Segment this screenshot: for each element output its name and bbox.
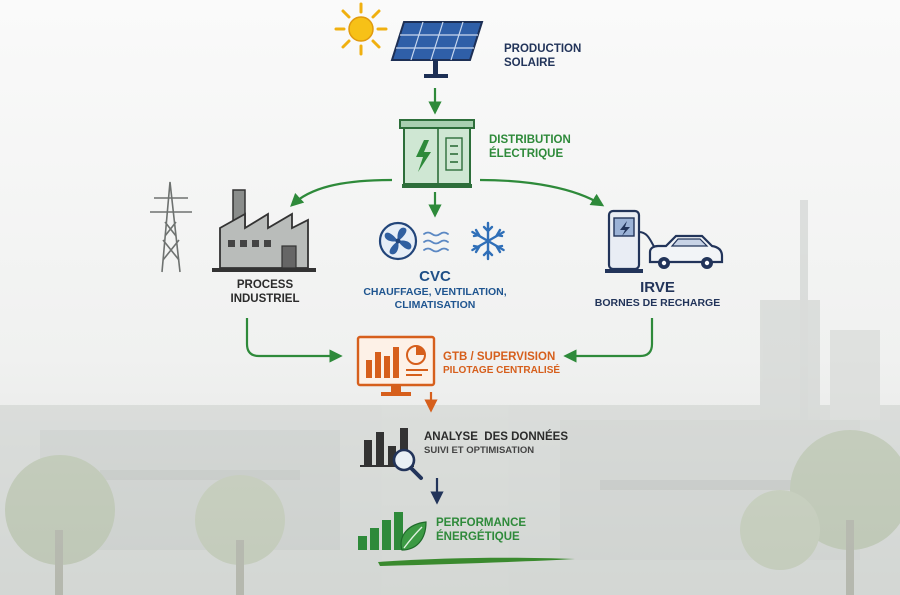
label-gtb-supervision: GTB / SUPERVISION PILOTAGE CENTRALISÉ [443,351,560,377]
electrical-cabinet-icon [399,119,475,188]
label-irve: IRVE BORNES DE RECHARGE [585,279,730,310]
arrow-distribution-to-process [290,178,393,207]
gtb-line1: PILOTAGE CENTRALISÉ [443,364,561,376]
irve-line1: BORNES DE RECHARGE [594,297,721,309]
magnifier-chart-icon [360,428,423,480]
power-pylon-icon [150,181,192,273]
arrow-distribution-to-irve [479,178,605,207]
fan-icon [378,221,418,261]
cvc-title: CVC [419,268,451,285]
label-cvc: CVC CHAUFFAGE, VENTILATION, CLIMATISATIO… [345,268,525,311]
distribution-line1: DISTRIBUTION [489,134,571,146]
label-production-solaire: PRODUCTION SOLAIRE [504,43,581,71]
growth-leaf-icon [358,512,575,566]
arrow-process-to-gtb [245,318,343,363]
snowflake-icon [471,221,505,261]
cvc-line1: CHAUFFAGE, VENTILATION, [363,286,507,298]
factory-icon [212,189,316,272]
gtb-title: GTB / SUPERVISION [443,351,556,363]
process-line1: PROCESS [236,279,294,291]
charging-station-icon [605,209,663,273]
car-icon [648,234,724,269]
performance-line2: ÉNERGÉTIQUE [436,530,520,543]
sun-icon [334,2,388,56]
connectors [245,88,654,505]
solar-line2: SOLAIRE [504,56,556,69]
process-line2: INDUSTRIEL [230,292,300,305]
performance-line1: PERFORMANCE [436,517,527,529]
label-performance-energetique: PERFORMANCE ÉNERGÉTIQUE [436,517,526,545]
analyse-title: ANALYSE DES DONNÉES [424,431,568,443]
distribution-line2: ÉLECTRIQUE [489,147,564,160]
air-flow-icon [423,231,449,253]
monitor-dashboard-icon [356,335,436,396]
label-analyse-donnees: ANALYSE DES DONNÉES SUIVI ET OPTIMISATIO… [424,431,568,456]
solar-panel-icon [390,21,484,78]
analyse-line1: SUIVI ET OPTIMISATION [424,444,535,456]
cvc-line2: CLIMATISATION [394,298,476,311]
solar-line1: PRODUCTION [504,43,582,55]
label-process-industriel: PROCESS INDUSTRIEL [210,279,320,307]
arrow-irve-to-gtb [563,318,654,363]
irve-title: IRVE [640,279,675,296]
label-distribution-electrique: DISTRIBUTION ÉLECTRIQUE [489,134,571,162]
